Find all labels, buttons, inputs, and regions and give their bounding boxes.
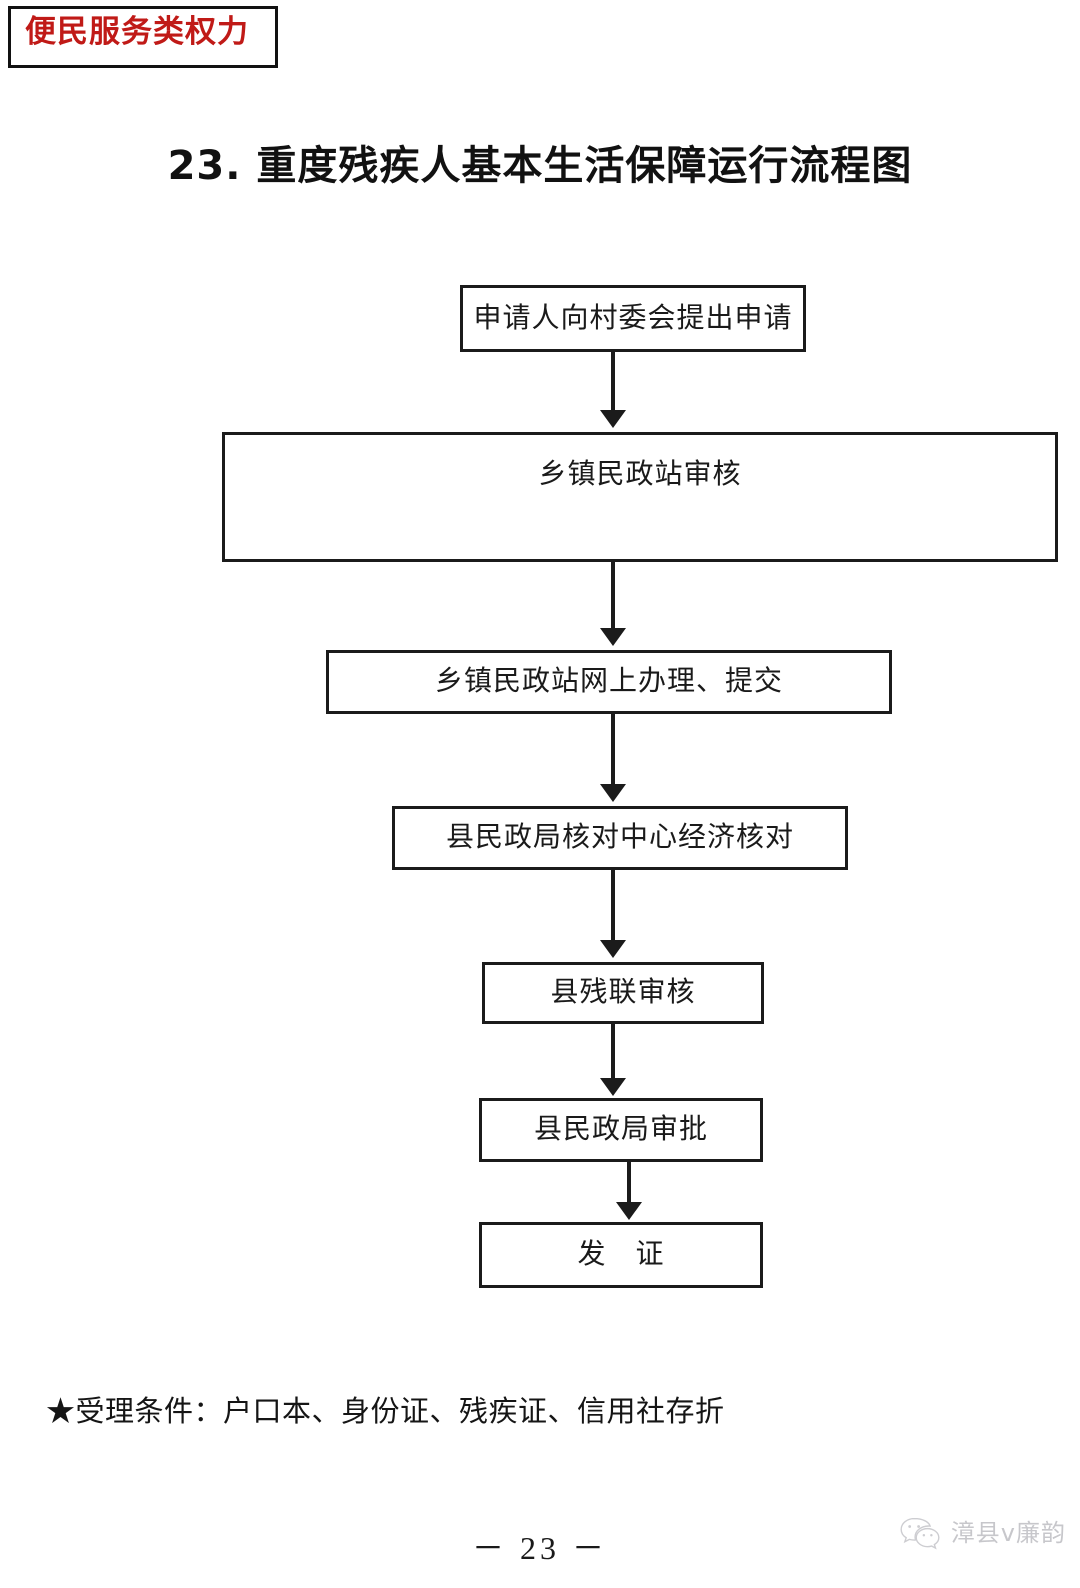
flow-node-label: 申请人向村委会提出申请	[473, 302, 793, 334]
flow-edge-n3-n4	[611, 714, 615, 788]
flow-node-county-disabled-federation-review: 县残联审核	[482, 962, 764, 1024]
flow-arrowhead-n6-n7	[616, 1202, 642, 1220]
flow-node-township-civil-affairs-review: 乡镇民政站审核	[222, 432, 1058, 562]
flow-node-label: 县民政局核对中心经济核对	[445, 822, 794, 853]
flow-node-apply-to-village-committee: 申请人向村委会提出申请	[460, 285, 806, 352]
acceptance-conditions-note: ★受理条件：户口本、身份证、残疾证、信用社存折	[46, 1396, 725, 1428]
flow-node-label: 乡镇民政站网上办理、提交	[434, 666, 783, 697]
flow-edge-n6-n7	[627, 1162, 631, 1206]
flow-node-label: 乡镇民政站审核	[538, 459, 742, 490]
flow-node-label: 县民政局审批	[533, 1114, 708, 1145]
watermark: 漳县v廉韵	[899, 1516, 1066, 1550]
page-title: 23. 重度残疾人基本生活保障运行流程图	[167, 143, 913, 189]
flow-edge-n5-n6	[611, 1024, 615, 1082]
flow-edge-n2-n3	[611, 562, 615, 632]
watermark-text: 漳县v廉韵	[950, 1519, 1066, 1547]
flow-node-issue-certificate: 发 证	[479, 1222, 763, 1288]
flow-arrowhead-n5-n6	[600, 1078, 626, 1096]
flow-node-label: 县残联审核	[550, 977, 696, 1008]
flow-arrowhead-n3-n4	[600, 784, 626, 802]
wechat-icon	[899, 1516, 941, 1550]
flow-arrowhead-n2-n3	[600, 628, 626, 646]
flow-node-label: 发 证	[577, 1239, 665, 1270]
flow-node-county-civil-affairs-approval: 县民政局审批	[479, 1098, 763, 1162]
flow-arrowhead-n4-n5	[600, 940, 626, 958]
flow-arrowhead-n1-n2	[600, 410, 626, 428]
page-number: － 23 －	[471, 1530, 608, 1566]
category-tag-box: 便民服务类权力	[8, 6, 278, 68]
flow-node-county-verification-center: 县民政局核对中心经济核对	[392, 806, 848, 870]
category-tag-label: 便民服务类权力	[25, 14, 249, 50]
flow-edge-n1-n2	[611, 352, 615, 414]
flow-edge-n4-n5	[611, 870, 615, 944]
flow-node-township-online-submit: 乡镇民政站网上办理、提交	[326, 650, 892, 714]
